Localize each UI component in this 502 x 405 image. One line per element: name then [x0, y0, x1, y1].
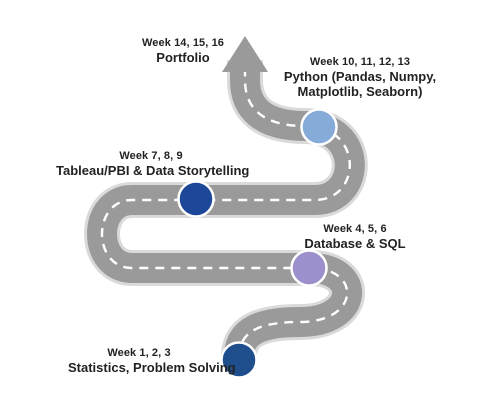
- milestone-week: Week 1, 2, 3: [107, 347, 171, 359]
- milestone-week: Week 7, 8, 9: [119, 150, 183, 162]
- milestone-label-2: Week 4, 5, 6 Database & SQL: [300, 223, 410, 251]
- milestone-label-5: Week 14, 15, 16 Portfolio: [128, 37, 238, 65]
- milestone-label-3: Week 7, 8, 9 Tableau/PBI & Data Storytel…: [56, 150, 250, 178]
- milestone-label-1: Week 1, 2, 3 Statistics, Problem Solving: [68, 347, 236, 375]
- milestone-marker-4: [300, 108, 338, 146]
- arrow-up-icon: [222, 36, 268, 72]
- milestone-topic-line-1: Python (Pandas, Numpy,: [283, 68, 437, 84]
- road: [87, 60, 365, 359]
- milestone-week: Week 4, 5, 6: [323, 223, 387, 235]
- milestone-topic: Tableau/PBI & Data Storytelling: [56, 162, 250, 178]
- milestone-marker-3: [177, 180, 215, 218]
- milestone-topic: Database & SQL: [304, 235, 406, 251]
- milestone-marker-1: [220, 341, 258, 379]
- milestone-label-4: Week 10, 11, 12, 13 Python (Pandas, Nump…: [280, 56, 440, 100]
- milestone-marker-2: [290, 249, 328, 287]
- milestone-topic: Statistics, Problem Solving: [68, 359, 236, 375]
- milestone-week: Week 10, 11, 12, 13: [309, 56, 411, 68]
- milestone-topic-line-2: Matplotlib, Seaborn): [297, 84, 423, 100]
- milestone-week: Week 14, 15, 16: [141, 37, 225, 49]
- milestone-topic: Portfolio: [156, 49, 210, 65]
